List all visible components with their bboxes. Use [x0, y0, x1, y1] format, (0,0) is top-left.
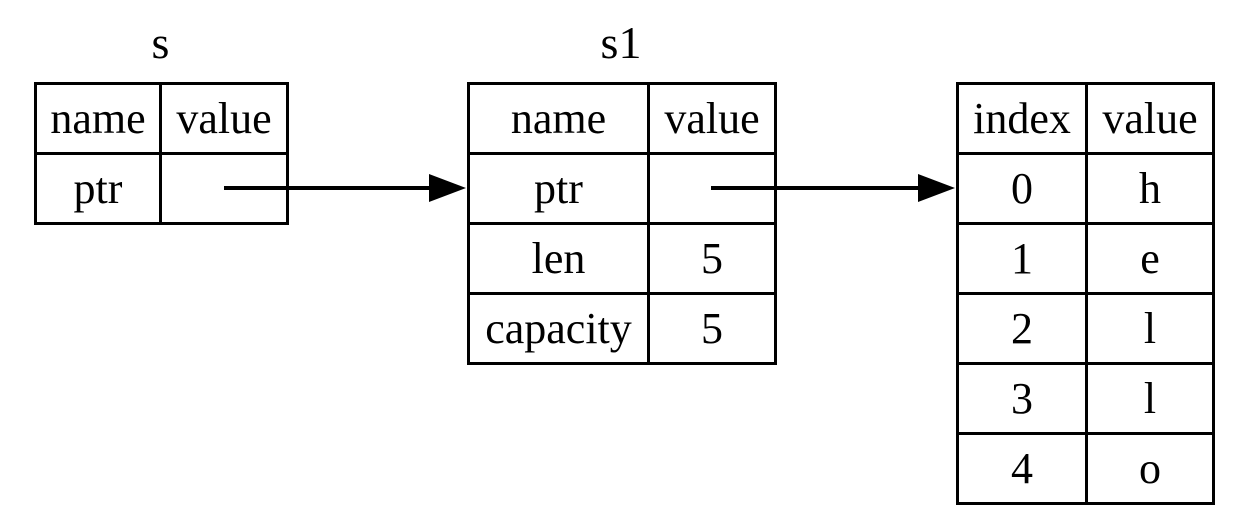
column-header-value: value: [159, 82, 289, 155]
column-header-name: name: [34, 82, 162, 155]
table-s-header-row: name value: [34, 82, 289, 155]
cell-field-name: len: [467, 222, 650, 295]
cell-field-name: ptr: [34, 152, 162, 225]
table-buffer: index value 0 h 1 e 2 l 3 l 4 o: [956, 82, 1215, 505]
cell-index: 3: [956, 362, 1088, 435]
table-row: 3 l: [956, 362, 1215, 435]
cell-field-name: ptr: [467, 152, 650, 225]
table-row: ptr: [34, 152, 289, 225]
cell-char: e: [1085, 222, 1215, 295]
cell-char: l: [1085, 362, 1215, 435]
cell-index: 2: [956, 292, 1088, 365]
table-row: 2 l: [956, 292, 1215, 365]
table-row: 0 h: [956, 152, 1215, 225]
table-buffer-header-row: index value: [956, 82, 1215, 155]
cell-char: l: [1085, 292, 1215, 365]
table-s1-header-row: name value: [467, 82, 777, 155]
column-header-index: index: [956, 82, 1088, 155]
cell-char: h: [1085, 152, 1215, 225]
table-s1-title: s1: [600, 17, 642, 68]
column-header-name: name: [467, 82, 650, 155]
table-row: ptr: [467, 152, 777, 225]
cell-index: 1: [956, 222, 1088, 295]
table-row: len 5: [467, 222, 777, 295]
cell-index: 0: [956, 152, 1088, 225]
table-row: 4 o: [956, 432, 1215, 505]
table-row: 1 e: [956, 222, 1215, 295]
cell-char: o: [1085, 432, 1215, 505]
cell-field-value: 5: [647, 292, 777, 365]
table-s: name value ptr: [34, 82, 289, 225]
table-row: capacity 5: [467, 292, 777, 365]
table-s-title: s: [151, 17, 170, 68]
cell-field-value: [159, 152, 289, 225]
cell-field-name: capacity: [467, 292, 650, 365]
cell-index: 4: [956, 432, 1088, 505]
cell-field-value: 5: [647, 222, 777, 295]
cell-field-value: [647, 152, 777, 225]
table-s1: name value ptr len 5 capacity 5: [467, 82, 777, 365]
column-header-value: value: [1085, 82, 1215, 155]
column-header-value: value: [647, 82, 777, 155]
